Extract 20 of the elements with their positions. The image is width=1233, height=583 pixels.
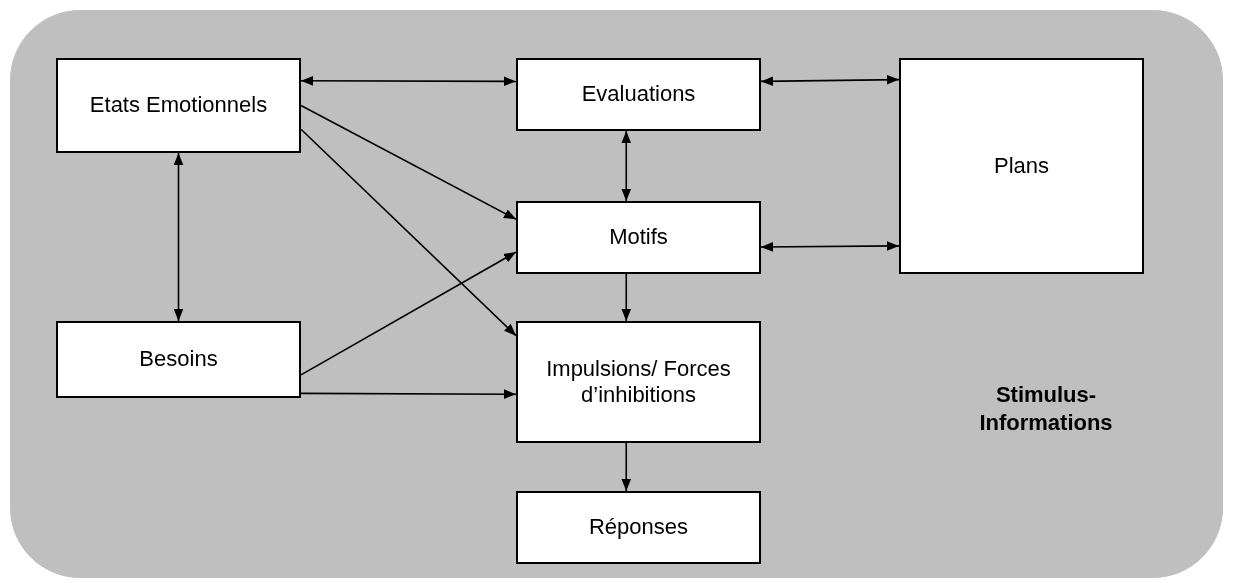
arrow: [300, 128, 517, 337]
process-box: Réponses: [516, 491, 761, 564]
arrow: [300, 251, 517, 376]
arrow: [621, 273, 632, 322]
process-box: Motifs: [516, 201, 761, 274]
arrow: [173, 152, 184, 322]
arrow: [621, 130, 632, 202]
process-box: Besoins: [56, 321, 301, 398]
context-band: [10, 10, 1223, 578]
arrow: [300, 104, 517, 221]
process-box: Evaluations: [516, 58, 761, 131]
arrow: [300, 389, 517, 399]
context-label: Stimulus-Informations: [978, 381, 1114, 436]
process-box: Etats Emotionnels: [56, 58, 301, 153]
arrow: [760, 74, 900, 86]
arrow: [760, 241, 900, 252]
arrow: [621, 442, 632, 492]
process-box: Plans: [899, 58, 1144, 274]
arrow: [300, 76, 517, 87]
process-box: Impulsions/ Forces d’inhibitions: [516, 321, 761, 443]
